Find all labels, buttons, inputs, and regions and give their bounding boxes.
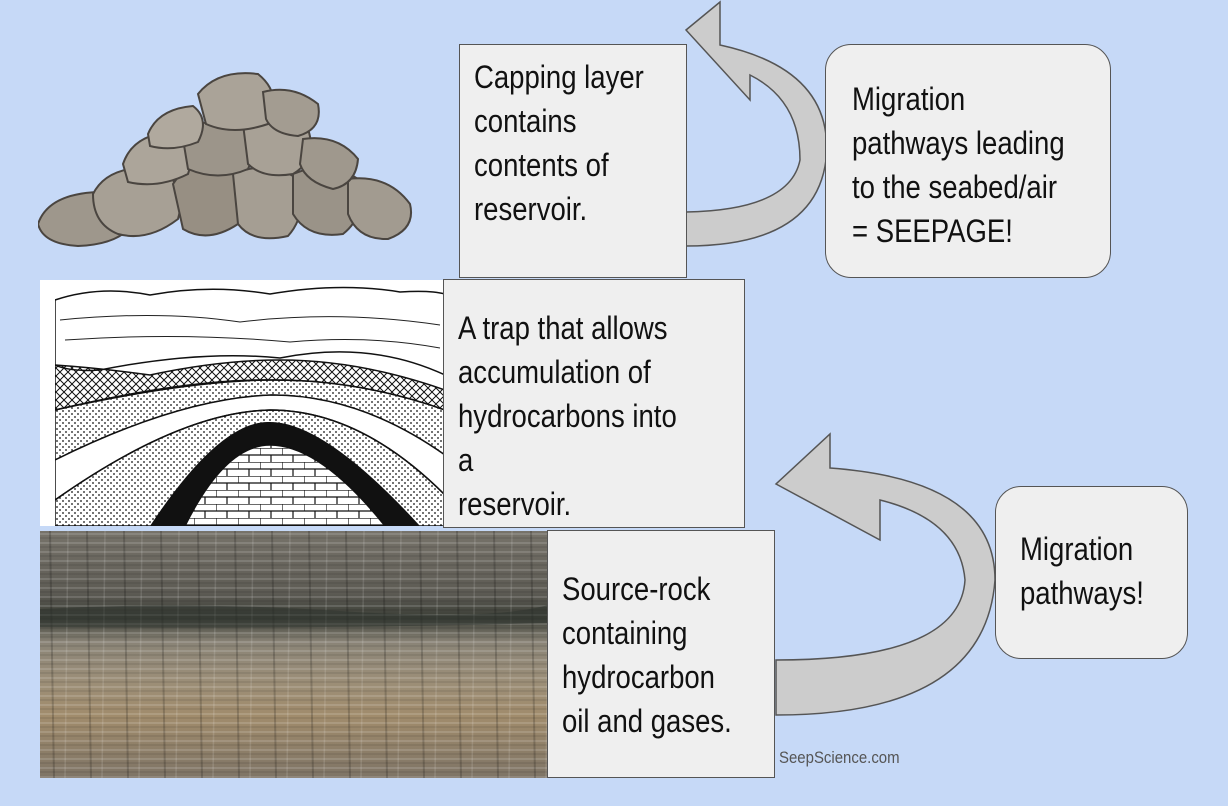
rock-pile-icon <box>38 72 412 248</box>
curved-arrow-icon <box>684 0 828 247</box>
capping-layer-text: Capping layer contains contents of reser… <box>474 59 644 227</box>
site-credit: SeepScience.com <box>779 748 900 767</box>
layered-rock-cliff-photo <box>40 531 548 778</box>
migration-pathways-box: Migration pathways! <box>995 486 1188 659</box>
trap-text: A trap that allows accumulation of hydro… <box>458 310 677 522</box>
trap-box: A trap that allows accumulation of hydro… <box>443 279 745 528</box>
seepage-box: Migration pathways leading to the seabed… <box>825 44 1111 278</box>
seepage-text: Migration pathways leading to the seabed… <box>852 81 1065 249</box>
migration-pathways-text: Migration pathways! <box>1020 531 1144 611</box>
source-rock-text: Source-rock containing hydrocarbon oil a… <box>562 571 732 739</box>
curved-arrow-icon <box>774 432 996 716</box>
rock-pile-illustration <box>38 64 416 248</box>
source-rock-box: Source-rock containing hydrocarbon oil a… <box>547 530 775 778</box>
capping-layer-box: Capping layer contains contents of reser… <box>459 44 687 278</box>
anticline-cross-section-illustration <box>40 280 445 526</box>
